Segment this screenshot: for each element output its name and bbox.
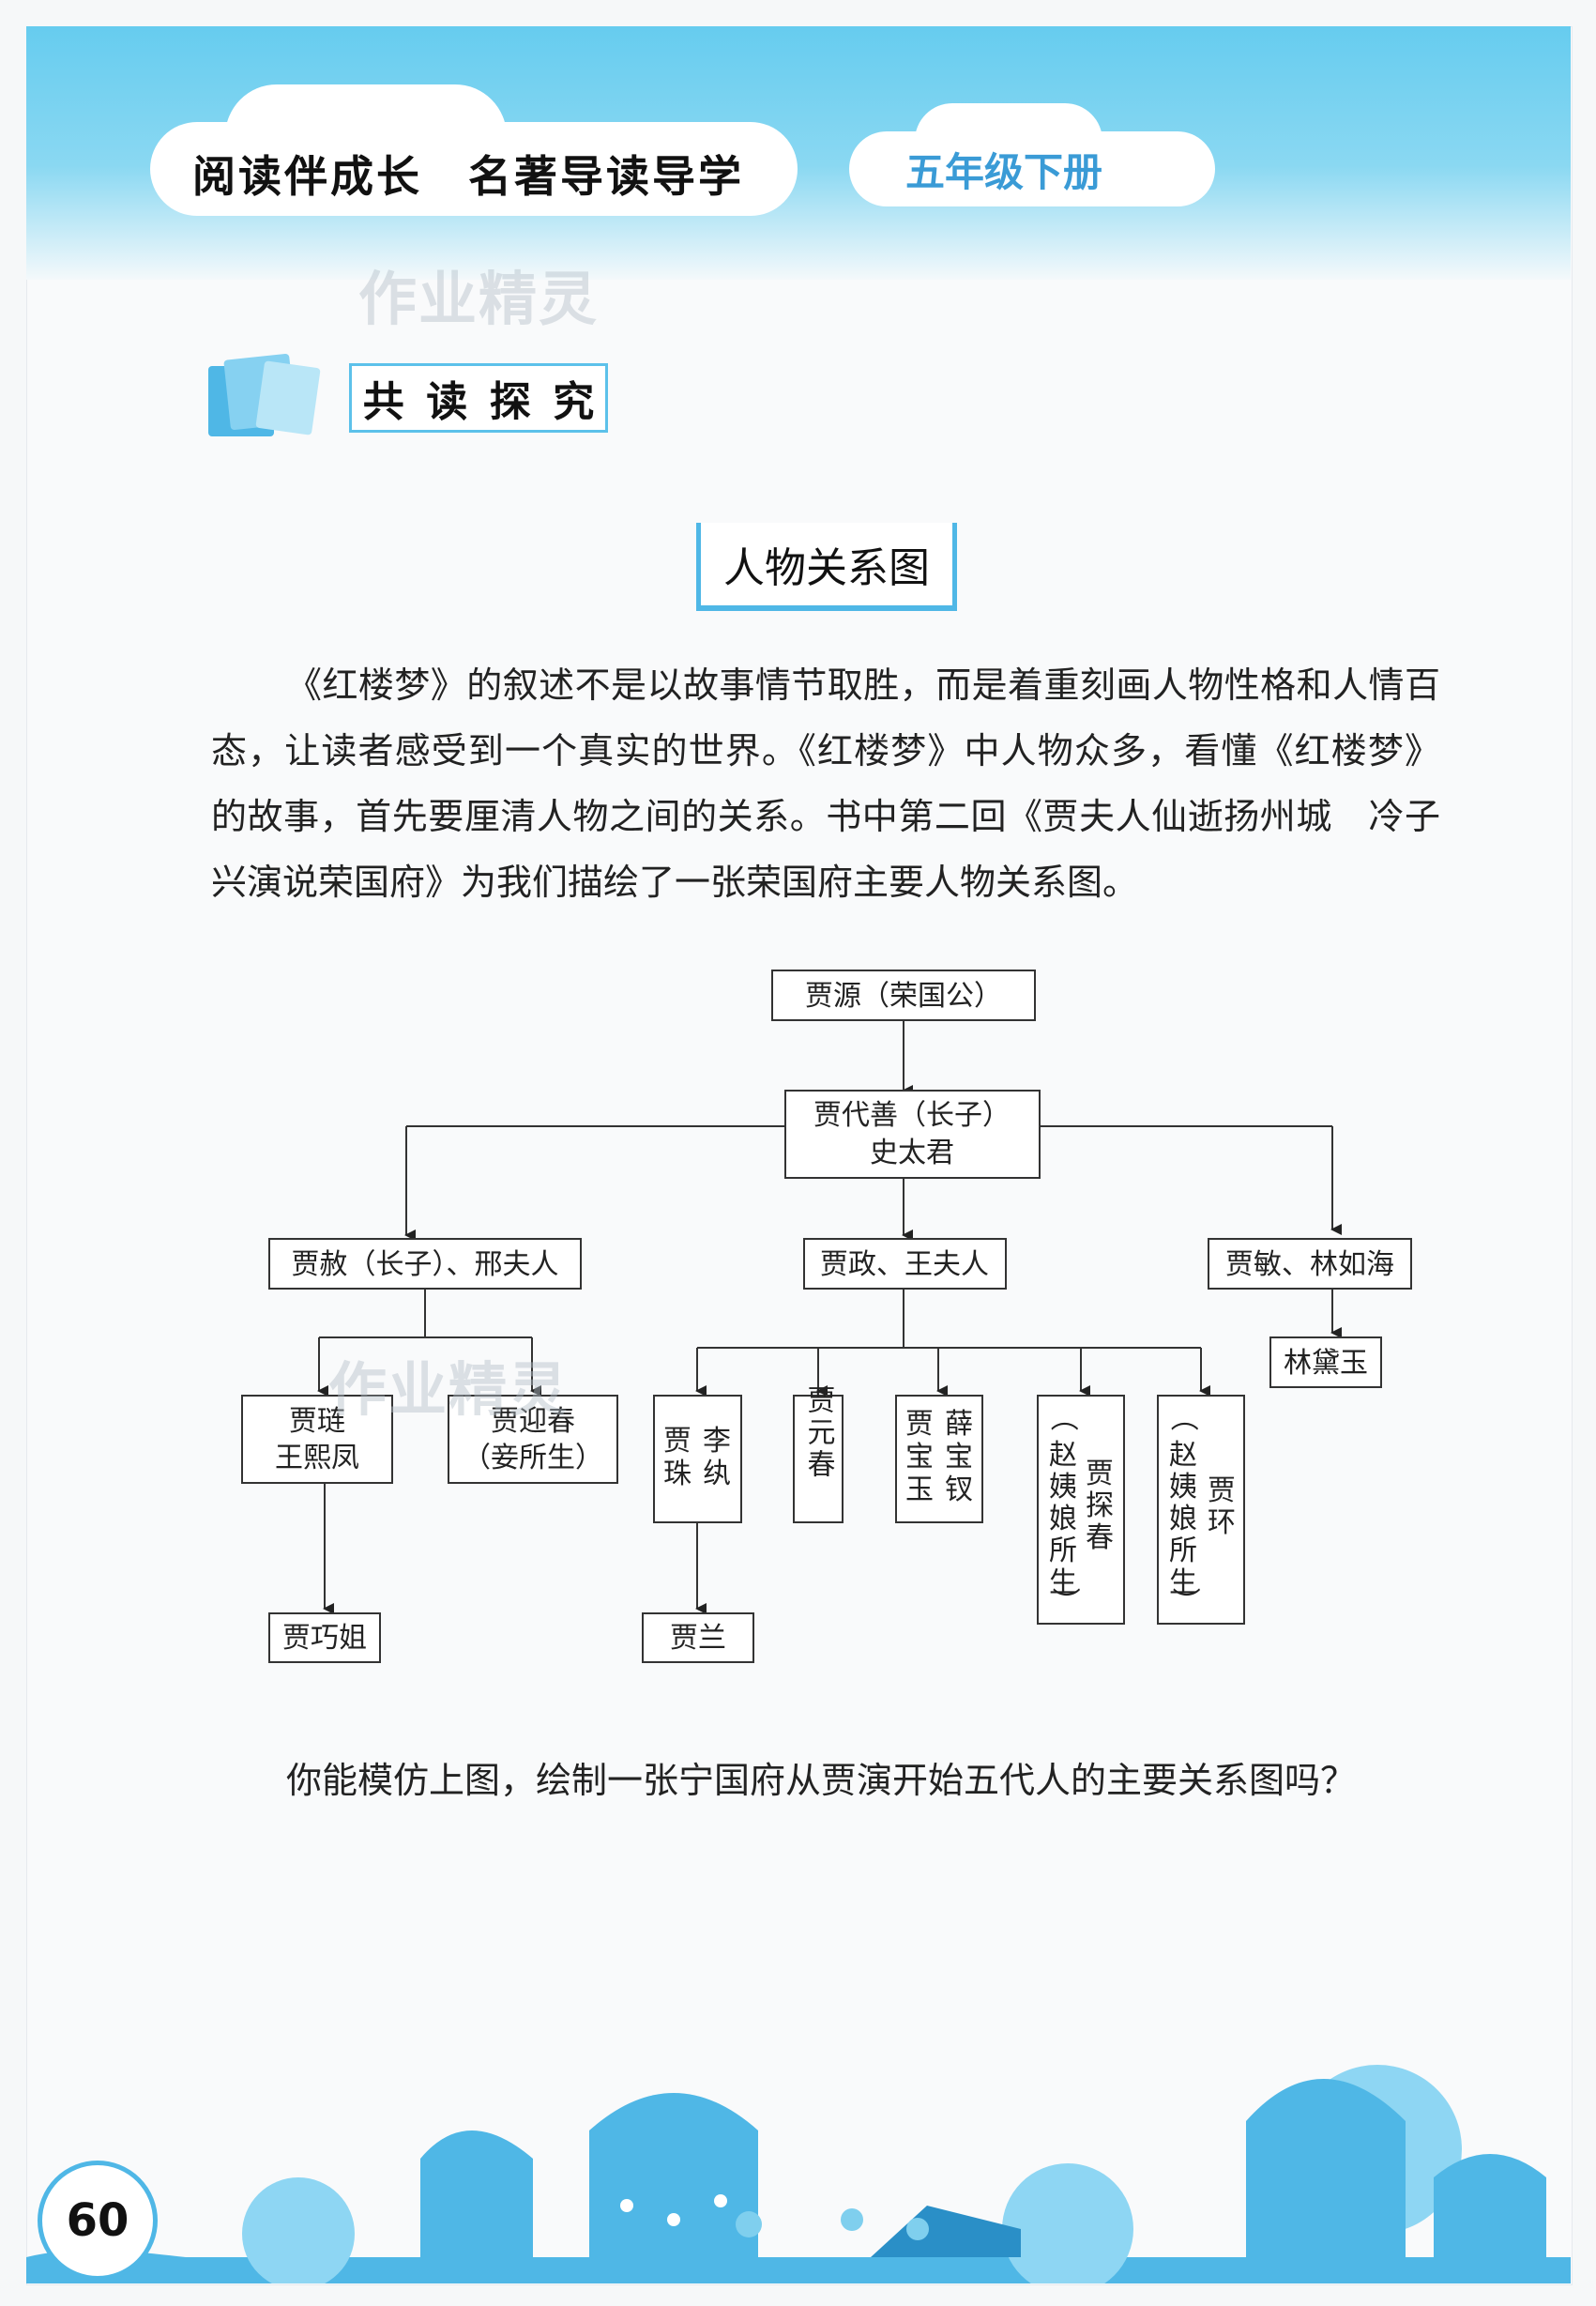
node-baochai-char: 薛 [945, 1408, 973, 1441]
node-jia-min: 贾敏、林如海 [1225, 1248, 1394, 1281]
node-tanchun-note: 姨 [1049, 1471, 1077, 1504]
node-huan-note: （ [1166, 1403, 1199, 1431]
node-zhu-char: 贾 [663, 1425, 692, 1458]
node-huan-char: 环 [1208, 1506, 1236, 1539]
footer-illustration [26, 2018, 1571, 2283]
exercise-question: 你能模仿上图，绘制一张宁国府从贾演开始五代人的主要关系图吗？ [286, 1751, 1356, 1803]
node-daiyu: 林黛玉 [1284, 1347, 1368, 1380]
node-tanchun-char: 探 [1086, 1489, 1114, 1522]
node-baochai-char: 钗 [945, 1474, 973, 1506]
node-wan-char: 纨 [703, 1458, 731, 1490]
node-lan: 贾兰 [670, 1622, 726, 1655]
node-huan-char: 贾 [1208, 1474, 1236, 1507]
node-tanchun-note: ） [1048, 1587, 1081, 1615]
node-baochai-char: 宝 [945, 1441, 973, 1474]
node-huan-note: 赵 [1169, 1439, 1197, 1472]
node-baoyu-char: 宝 [905, 1441, 934, 1474]
node-qiaojie: 贾巧姐 [282, 1622, 367, 1655]
node-tanchun-note: 娘 [1049, 1503, 1077, 1535]
node-shi-taijun: 史太君 [870, 1137, 954, 1169]
node-baoyu-char: 贾 [905, 1408, 934, 1441]
node-tanchun-note: （ [1046, 1403, 1079, 1431]
node-zhu-char: 珠 [663, 1458, 692, 1490]
node-huan-note: ） [1168, 1587, 1201, 1615]
node-yuanchun: 贾元春 [802, 1385, 835, 1481]
watermark: 作业精灵 [328, 1342, 569, 1427]
node-jia-daishan: 贾代善（长子） [813, 1099, 1011, 1132]
node-huan-note: 姨 [1169, 1471, 1197, 1504]
page-number: 60 [38, 2161, 158, 2281]
node-xifeng: 王熙凤 [275, 1442, 359, 1474]
node-wan-char: 李 [703, 1425, 731, 1458]
node-huan-note: 所 [1169, 1535, 1197, 1567]
node-jia-yuan: 贾源（荣国公） [805, 980, 1002, 1013]
node-tanchun-note: 所 [1049, 1535, 1077, 1567]
node-huan-note: 娘 [1169, 1503, 1197, 1535]
node-baoyu-char: 玉 [905, 1474, 934, 1506]
node-tanchun-char: 春 [1086, 1521, 1114, 1554]
node-jia-zheng: 贾政、王夫人 [820, 1248, 989, 1281]
node-yingchun-note: （妾所生） [463, 1442, 603, 1474]
node-tanchun-char: 贾 [1086, 1458, 1114, 1490]
node-tanchun-note: 赵 [1049, 1439, 1077, 1472]
node-jia-she: 贾赦（长子）、邢夫人 [292, 1248, 559, 1281]
